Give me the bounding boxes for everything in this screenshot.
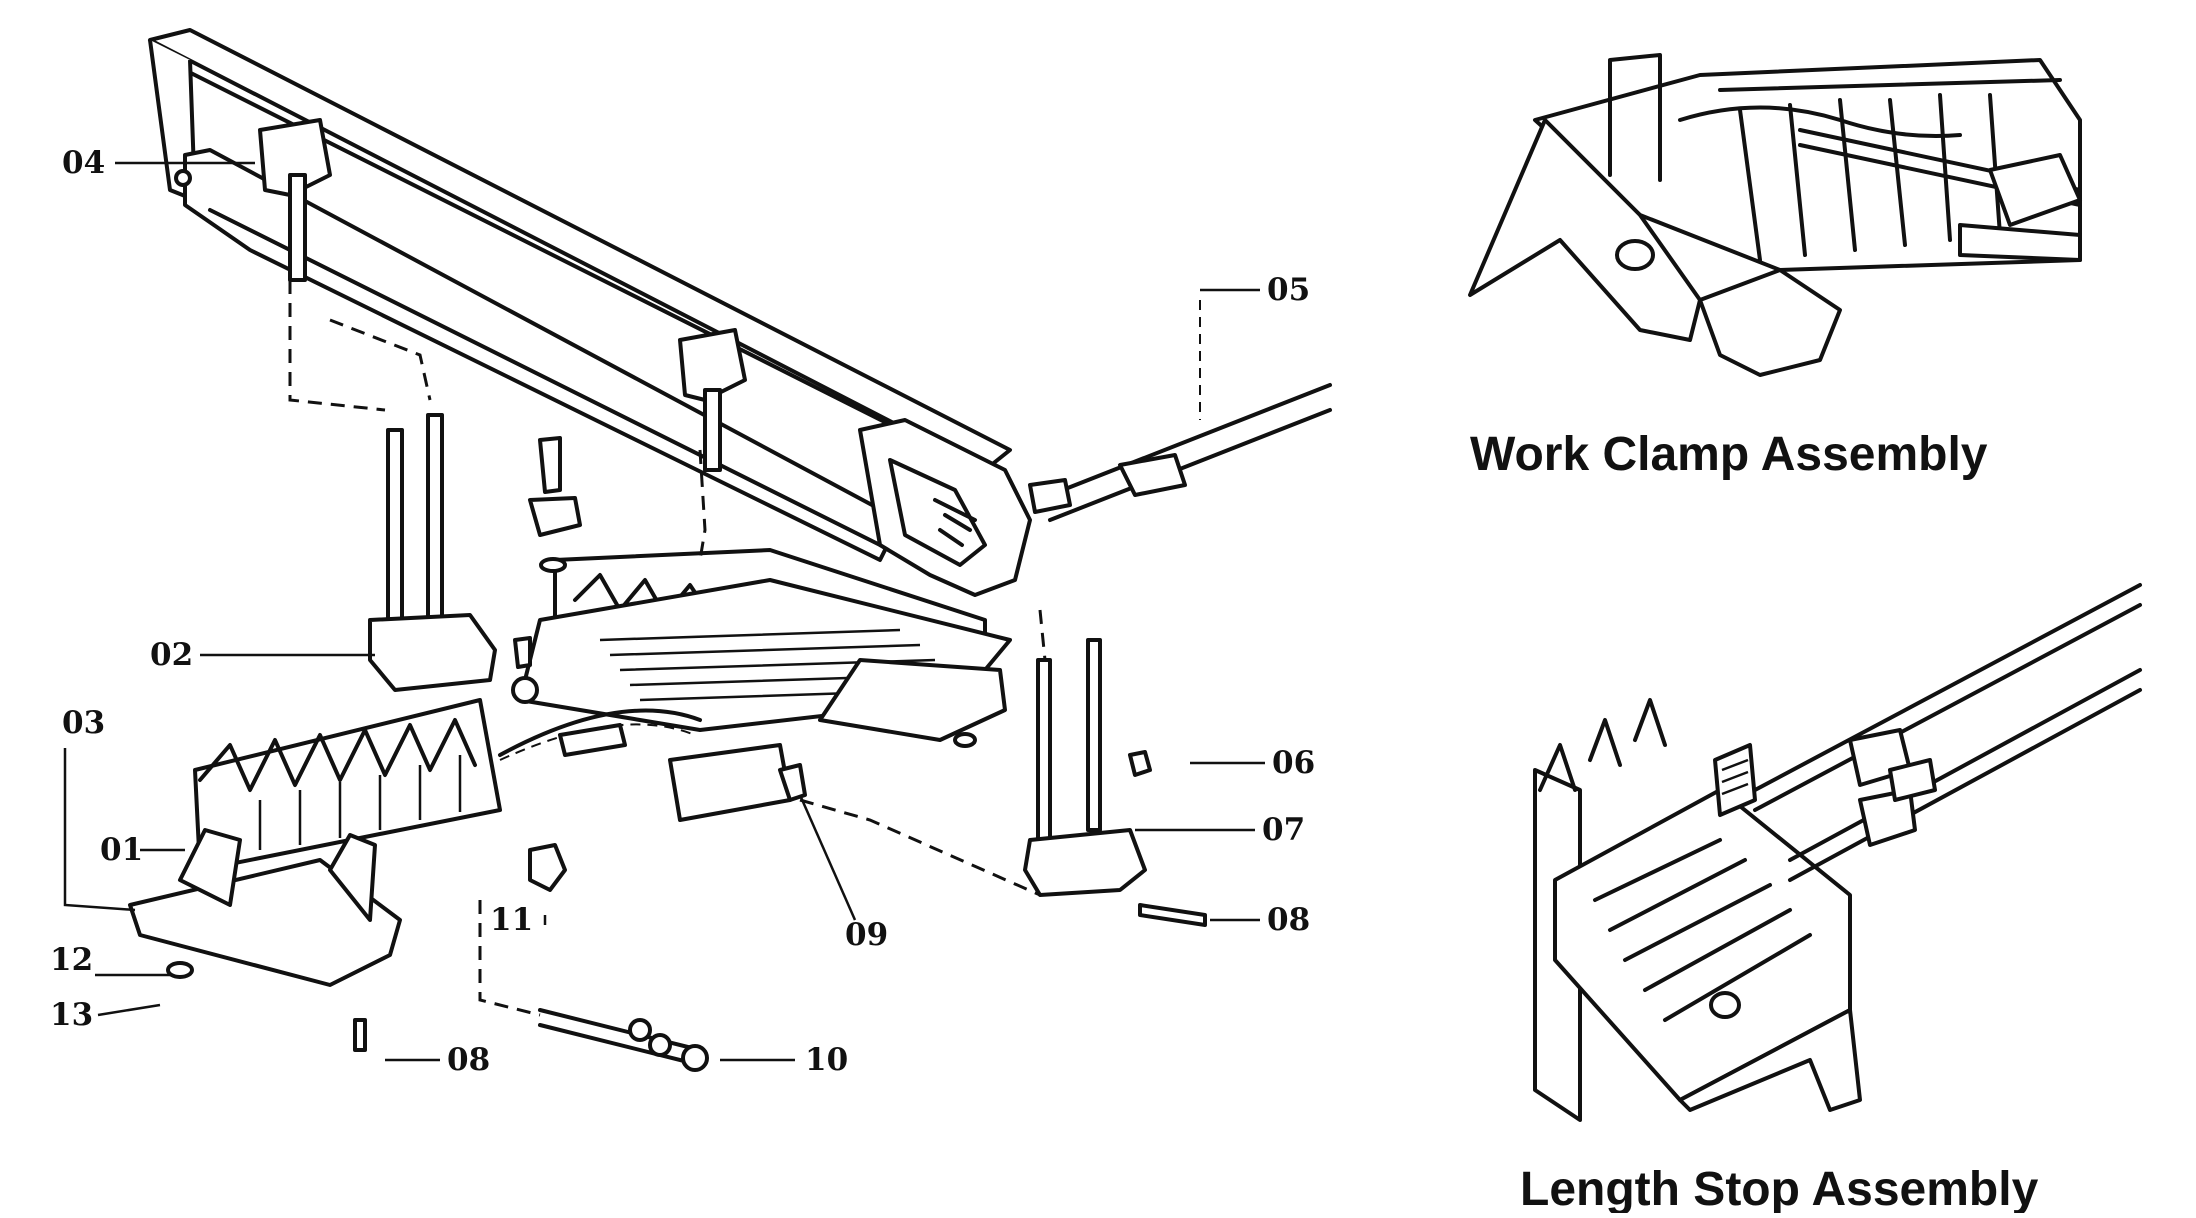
- part-label-09: 09: [845, 917, 888, 953]
- part-label-12: 12: [50, 942, 93, 978]
- part-label-08-bottom: 08: [447, 1042, 490, 1078]
- assembly-dashed-lines: [288, 280, 1201, 1017]
- caption-length-stop-assembly: Length Stop Assembly: [1520, 1163, 2039, 1213]
- part-label-02: 02: [150, 637, 193, 673]
- part-label-01: 01: [100, 832, 143, 868]
- leader-lines: [63, 161, 1265, 1062]
- saw-illustration: [148, 28, 1032, 597]
- part-label-03: 03: [62, 705, 105, 741]
- guide-posts: [166, 413, 1207, 1052]
- part-label-04: 04: [62, 145, 105, 181]
- part-number-labels: 04 05 02 06 03 07 01 08 09 11 12 13 08 1…: [50, 145, 1315, 1078]
- part-label-07: 07: [1262, 812, 1305, 848]
- miter-box-illustration: [128, 548, 1012, 987]
- part-label-05: 05: [1267, 272, 1310, 308]
- part-label-06: 06: [1272, 745, 1315, 781]
- length-stop-rod: [1028, 383, 1332, 522]
- part-label-08-right: 08: [1267, 902, 1310, 938]
- length-stop-inset: [1533, 583, 2142, 1122]
- caption-work-clamp-assembly: Work Clamp Assembly: [1470, 428, 1988, 481]
- part-label-13: 13: [50, 997, 93, 1033]
- clamp-screw: [538, 1008, 709, 1072]
- work-clamp-inset: [1468, 53, 2082, 377]
- part-label-10: 10: [805, 1042, 848, 1078]
- part-label-11: 11: [490, 902, 533, 938]
